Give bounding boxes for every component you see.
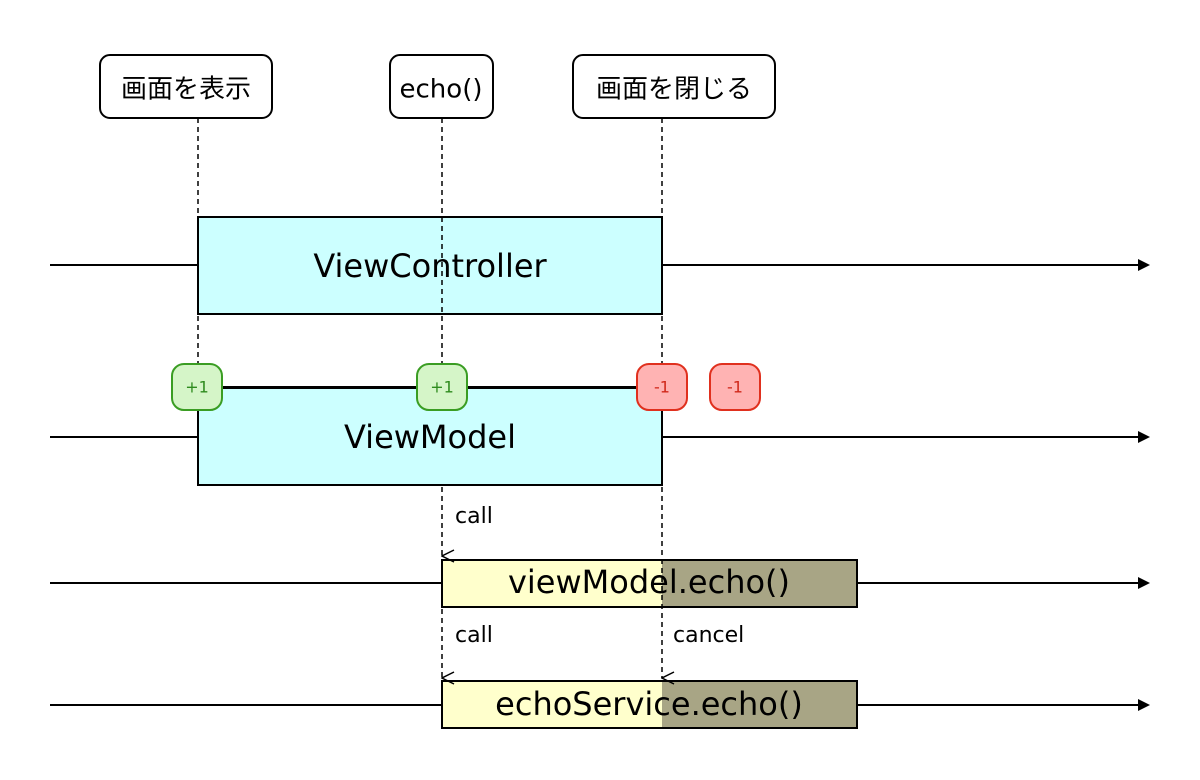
badge-increment-1: +1: [171, 363, 223, 411]
lane-box-viewcontroller: [197, 216, 663, 315]
badge-increment-2: +1: [416, 363, 468, 411]
lane-box-viewmodel-echo-active: [442, 560, 662, 607]
event-box-echo: [389, 54, 494, 119]
event-box-close: [572, 54, 776, 119]
badge-decrement-2: -1: [709, 363, 761, 411]
event-label-show: 画面を表示: [121, 75, 251, 105]
svg-text:-1: -1: [654, 378, 670, 397]
call-label-2: call: [455, 623, 493, 648]
call-label-1: call: [455, 504, 493, 529]
svg-text:+1: +1: [185, 378, 209, 397]
cancel-label: cancel: [673, 623, 744, 648]
svg-text:-1: -1: [727, 378, 743, 397]
lane-box-echoservice-echo-outline: [441, 680, 858, 729]
lane-box-echoservice-echo-cancelled: [662, 681, 857, 728]
event-label-echo: echo(): [400, 75, 483, 105]
lane-label-viewmodel-echo: viewModel.echo(): [508, 563, 790, 601]
event-box-show: [99, 54, 273, 119]
lane-label-viewcontroller: ViewController: [313, 247, 547, 285]
badge-decrement-1: -1: [636, 363, 688, 411]
lane-label-echoservice-echo: echoService.echo(): [495, 685, 803, 723]
lane-box-viewmodel-echo-cancelled: [662, 560, 857, 607]
event-label-close: 画面を閉じる: [596, 75, 752, 105]
lane-label-viewmodel: ViewModel: [344, 418, 516, 456]
lane-box-echoservice-echo-active: [442, 681, 662, 728]
lane-box-viewmodel-echo-outline: [441, 559, 858, 608]
lane-box-viewmodel: [197, 387, 663, 486]
svg-text:+1: +1: [430, 378, 454, 397]
